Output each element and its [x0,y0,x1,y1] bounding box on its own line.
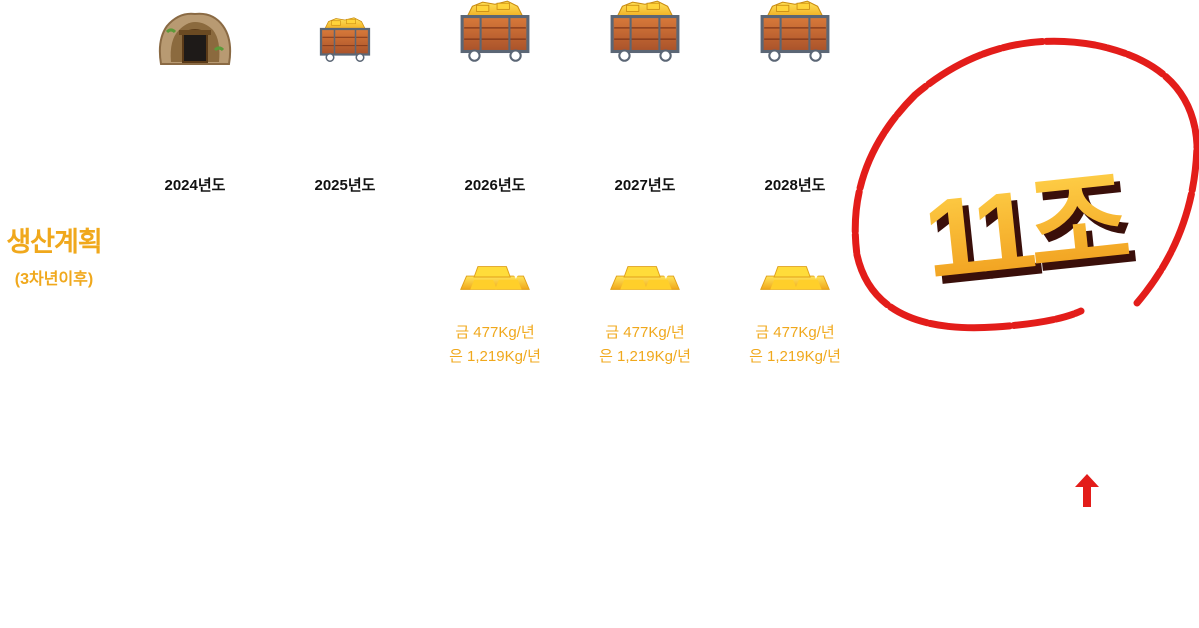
silver-output: 은 1,219Kg/년 [449,348,541,365]
gold-bars-icon [610,266,680,290]
gold-output: 금 477Kg/년 [455,324,535,341]
gold-bars-icon [760,266,830,290]
year-label: 2025년도 [314,177,376,194]
minecart-gold-icon [460,0,530,63]
output-info: 금 477Kg/년 은 1,219Kg/년 [420,321,570,369]
gold-output: 금 477Kg/년 [605,324,685,341]
year-label: 2026년도 [464,177,526,194]
minecart-gold-icon [760,0,830,63]
year-label: 2024년도 [164,177,226,194]
arrow-up-icon [1075,474,1099,507]
gold-bars-icon [460,266,530,290]
year-label: 2028년도 [764,177,826,194]
mine-entrance-icon [158,12,232,65]
highlight-stamp: 11조 11조 [851,37,1199,332]
highlight-value: 11조 [919,158,1133,301]
gold-output: 금 477Kg/년 [755,324,835,341]
small-minecart-icon [319,16,371,63]
output-info: 금 477Kg/년 은 1,219Kg/년 [720,321,870,369]
highlight-value-shadow: 11조 [925,165,1139,308]
production-plan-label: 생산계획 [6,227,102,257]
minecart-gold-icon [610,0,680,63]
red-circle-icon [851,37,1199,332]
production-plan-subtitle: (3차년이후) [14,271,94,288]
output-info: 금 477Kg/년 은 1,219Kg/년 [570,321,720,369]
production-plan-title: 생산계획 (3차년이후) [0,220,108,289]
year-label: 2027년도 [614,177,676,194]
silver-output: 은 1,219Kg/년 [599,348,691,365]
silver-output: 은 1,219Kg/년 [749,348,841,365]
